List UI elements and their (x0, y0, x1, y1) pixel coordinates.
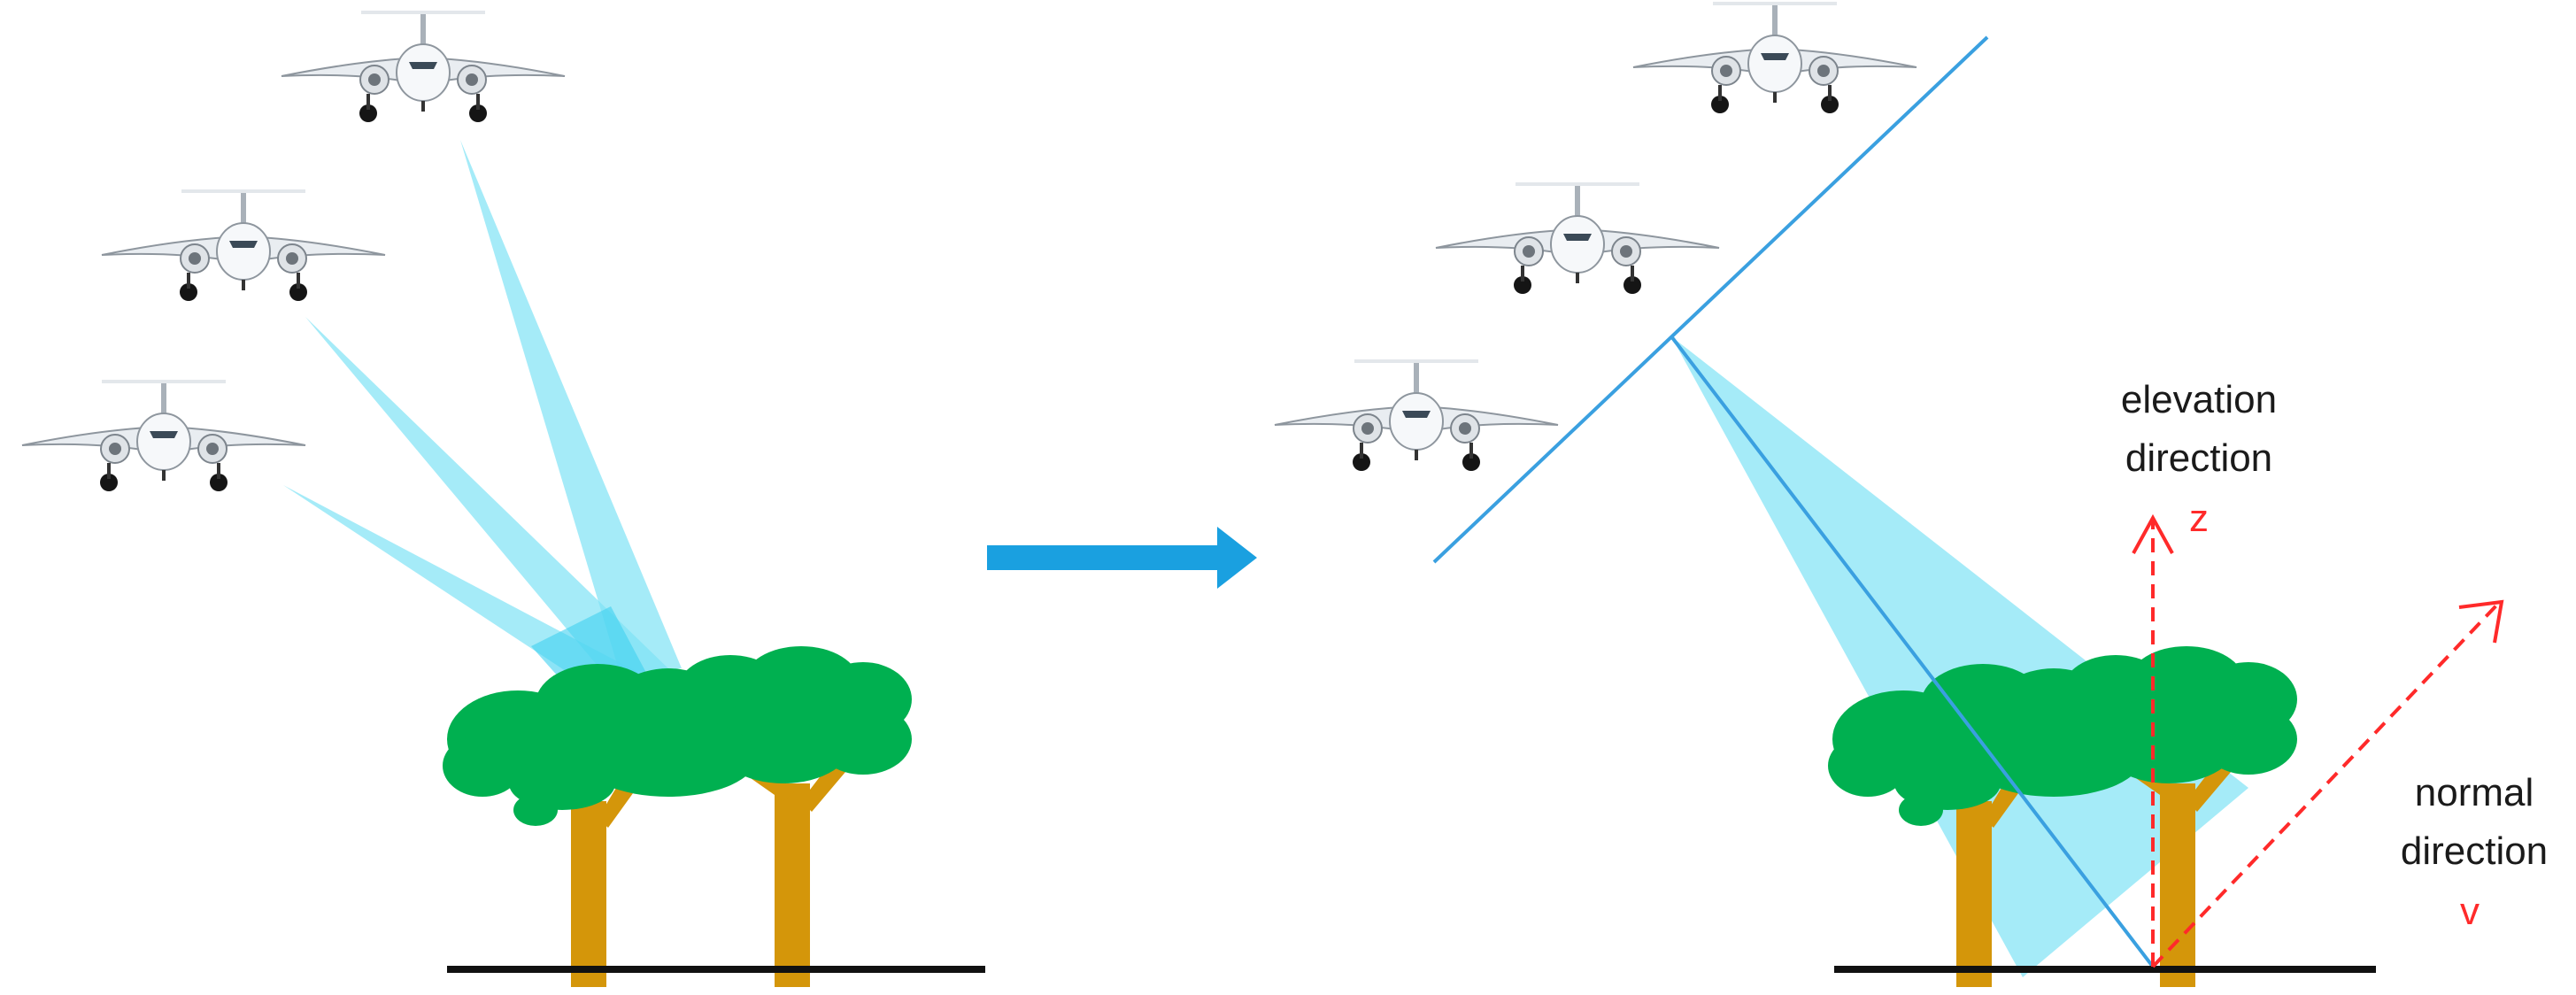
line-of-sight (1670, 335, 2155, 968)
left-panel (21, 10, 985, 987)
airplane-icon (21, 379, 306, 492)
airplane-icon (101, 189, 386, 302)
airplane-icon (1632, 1, 1917, 114)
synthetic-aperture-line (1432, 35, 1989, 564)
ground-line-left (447, 966, 985, 973)
normal-axis-arrow (2151, 599, 2504, 968)
elevation-label-line1: elevation (2121, 378, 2277, 421)
airplane-icon (1435, 181, 1720, 295)
beam-left-top (460, 140, 682, 673)
beam-left-middle (305, 317, 673, 682)
airplane-icon (1274, 359, 1559, 472)
normal-symbol: v (2460, 890, 2480, 933)
right-arrow-icon (987, 527, 1257, 589)
normal-label-line1: normal (2415, 771, 2534, 814)
beam-right (1671, 336, 2248, 977)
normal-label-line2: direction (2401, 829, 2548, 873)
right-panel: elevation direction z normal direction v (1274, 1, 2548, 987)
ground-line-right (1834, 966, 2376, 973)
trees-left (443, 646, 912, 987)
airplane-icon (281, 10, 566, 123)
elevation-symbol: z (2189, 497, 2209, 540)
elevation-axis-arrow (2132, 513, 2174, 967)
elevation-label-line2: direction (2125, 436, 2272, 480)
